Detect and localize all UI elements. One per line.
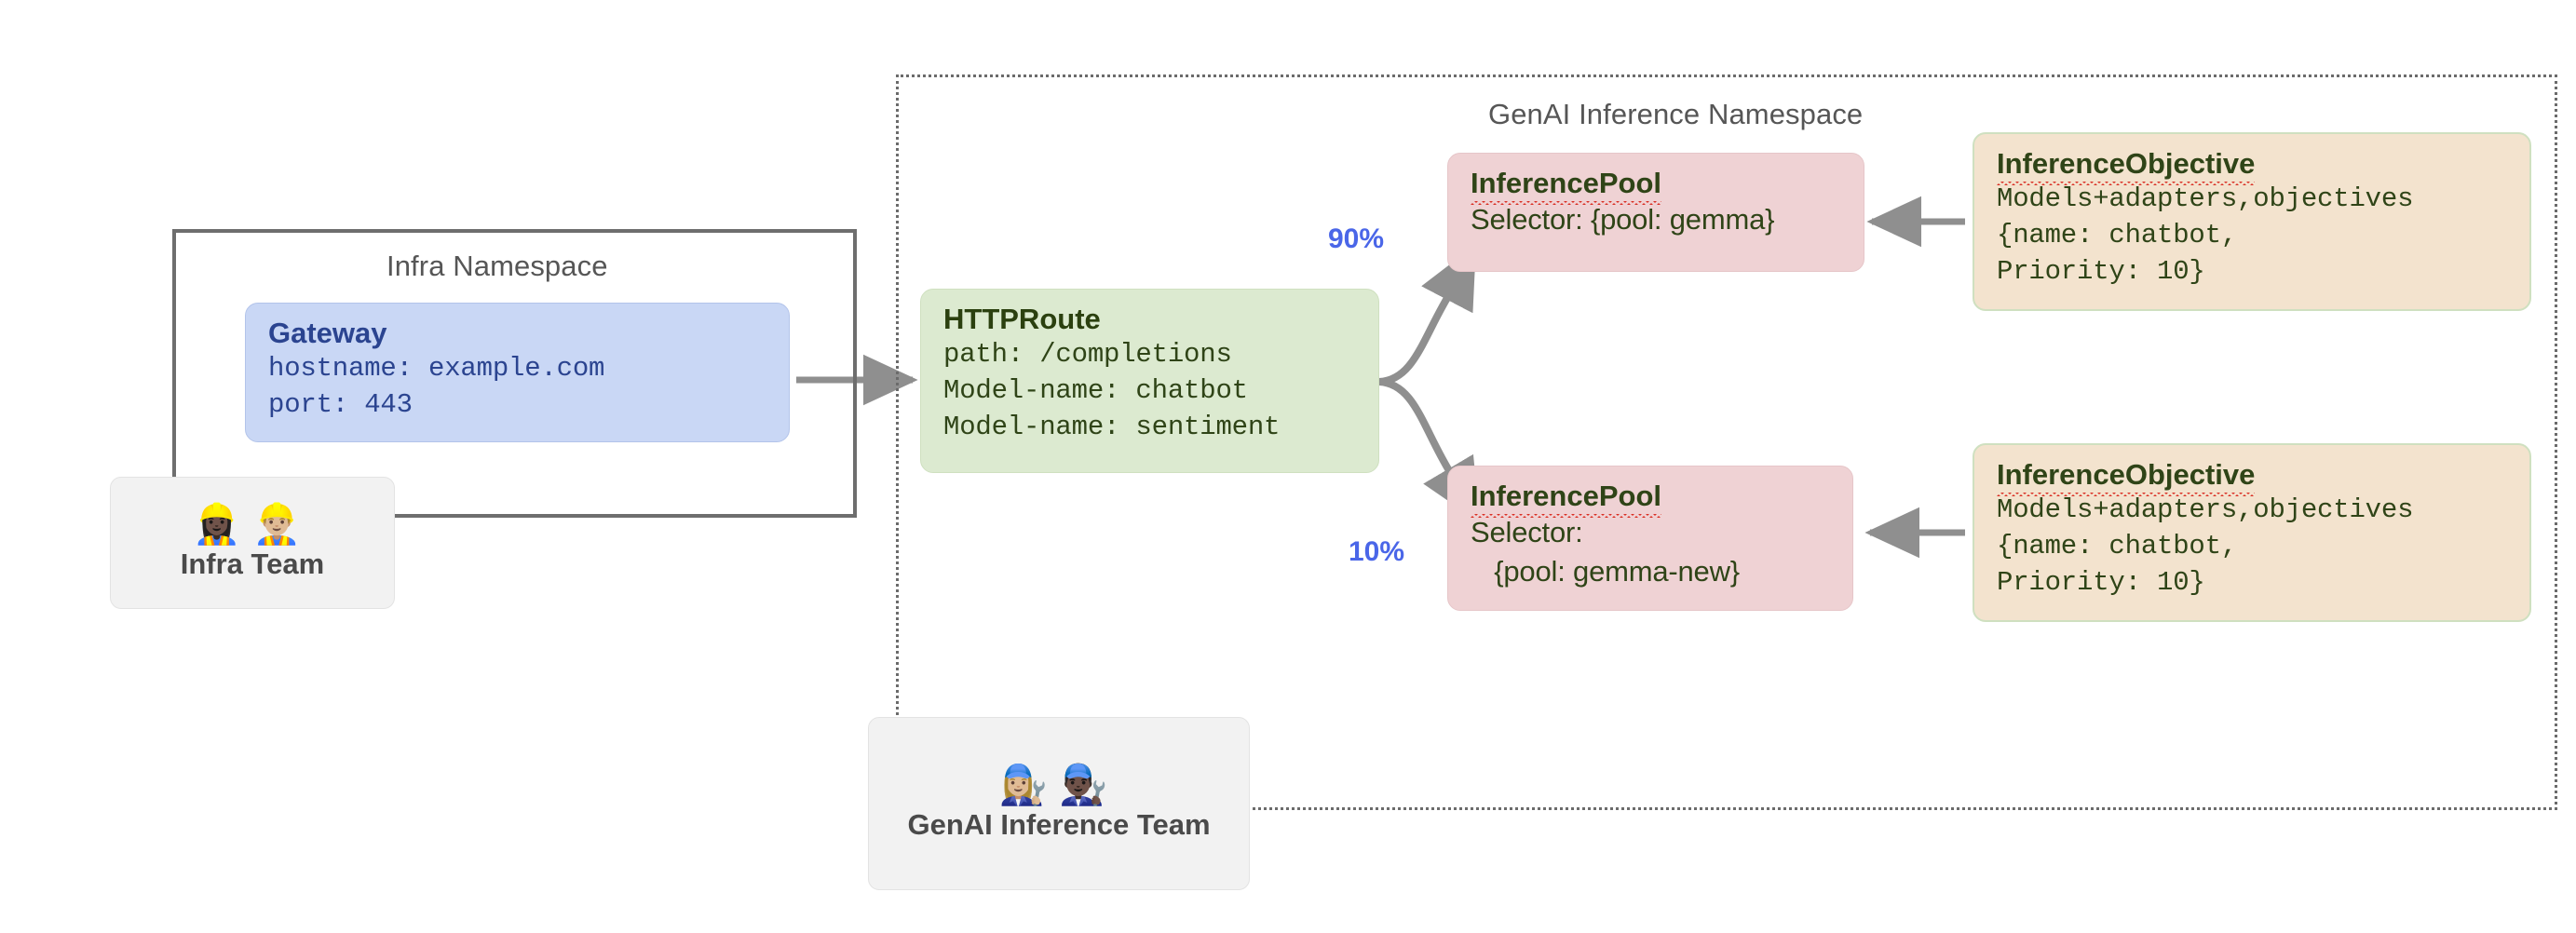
inferenceobjective-top-line-1: {name: chatbot, — [1997, 220, 2238, 251]
genai-team-chip[interactable]: 👩🏼‍🔧👨🏿‍🔧 GenAI Inference Team — [868, 717, 1250, 890]
genai-team-label: GenAI Inference Team — [907, 808, 1211, 841]
inferencepool-gemma-new-line-1: {pool: gemma-new} — [1471, 554, 1740, 588]
gateway-title: Gateway — [268, 317, 387, 349]
inferencepool-gemma-node[interactable]: InferencePool Selector: {pool: gemma} — [1447, 153, 1864, 272]
infra-namespace-frame — [172, 229, 857, 518]
infra-team-chip[interactable]: 👷🏿‍♀️👷🏼‍♂️ Infra Team — [110, 477, 395, 609]
infra-team-avatars: 👷🏿‍♀️👷🏼‍♂️ — [192, 501, 313, 547]
gateway-node[interactable]: Gateway hostname: example.com port: 443 — [245, 303, 790, 442]
infra-namespace-title: Infra Namespace — [386, 250, 608, 282]
inferenceobjective-top-title: InferenceObjective — [1997, 147, 2256, 185]
inferencepool-gemma-new-title: InferencePool — [1471, 480, 1661, 518]
inferenceobjective-top-line-0: Models+adapters,objectives — [1997, 183, 2414, 214]
genai-namespace-title: GenAI Inference Namespace — [1488, 98, 1864, 130]
infra-team-label: Infra Team — [180, 548, 325, 580]
inferenceobjective-bottom-title: InferenceObjective — [1997, 458, 2256, 496]
inferenceobjective-bottom-line-0: Models+adapters,objectives — [1997, 494, 2414, 525]
edge-weight-bottom: 10% — [1349, 536, 1405, 567]
inferencepool-gemma-title: InferencePool — [1471, 167, 1661, 205]
genai-team-avatars: 👩🏼‍🔧👨🏿‍🔧 — [998, 762, 1119, 807]
gateway-line-0: hostname: example.com — [268, 352, 605, 384]
inferenceobjective-bottom-node[interactable]: InferenceObjective Models+adapters,objec… — [1973, 443, 2531, 622]
inferenceobjective-top-line-2: Priority: 10} — [1997, 256, 2205, 288]
genai-namespace-frame — [896, 74, 2557, 810]
httproute-node[interactable]: HTTPRoute path: /completions Model-name:… — [920, 289, 1379, 473]
inferencepool-gemma-line-0: Selector: {pool: gemma} — [1471, 202, 1775, 236]
inferencepool-gemma-new-node[interactable]: InferencePool Selector: {pool: gemma-new… — [1447, 466, 1853, 611]
inferenceobjective-bottom-line-2: Priority: 10} — [1997, 567, 2205, 599]
inferenceobjective-bottom-line-1: {name: chatbot, — [1997, 531, 2238, 562]
inferencepool-gemma-new-line-0: Selector: — [1471, 515, 1583, 548]
inferenceobjective-top-node[interactable]: InferenceObjective Models+adapters,objec… — [1973, 132, 2531, 311]
httproute-line-0: path: /completions — [943, 338, 1232, 370]
edge-weight-top: 90% — [1328, 223, 1385, 254]
httproute-line-1: Model-name: chatbot — [943, 375, 1248, 407]
httproute-line-2: Model-name: sentiment — [943, 412, 1281, 443]
httproute-title: HTTPRoute — [943, 303, 1101, 335]
gateway-line-1: port: 443 — [268, 389, 413, 421]
